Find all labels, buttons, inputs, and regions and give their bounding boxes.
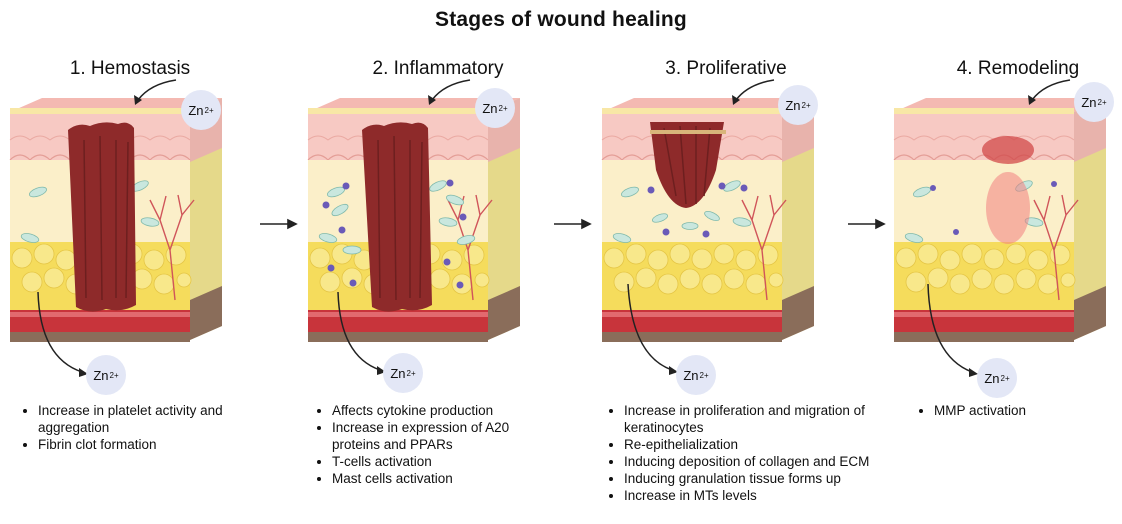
list-item: Inducing deposition of collagen and ECM — [624, 453, 894, 470]
list-item: T-cells activation — [332, 453, 557, 470]
zinc-symbol: Zn — [683, 368, 698, 383]
zinc-charge: 2+ — [205, 106, 214, 115]
inflammatory-effects-list: Affects cytokine production Increase in … — [316, 402, 557, 487]
zinc-symbol: Zn — [1081, 95, 1096, 110]
skin-block-inflammatory — [308, 98, 520, 342]
hemostasis-effects-list: Increase in platelet activity and aggreg… — [22, 402, 253, 453]
zinc-symbol: Zn — [785, 98, 800, 113]
zinc-charge: 2+ — [407, 369, 416, 378]
skin-block-remodeling — [894, 98, 1106, 342]
list-item: Affects cytokine production — [332, 402, 557, 419]
zinc-charge: 2+ — [1001, 374, 1010, 383]
zinc-charge: 2+ — [499, 104, 508, 113]
list-item: Re-epithelialization — [624, 436, 894, 453]
list-item: Inducing granulation tissue forms up — [624, 470, 894, 487]
zinc-charge: 2+ — [110, 371, 119, 380]
zinc-symbol: Zn — [93, 368, 108, 383]
list-item: Increase in expression of A20 proteins a… — [332, 419, 557, 453]
list-item: Fibrin clot formation — [38, 436, 253, 453]
list-item: Mast cells activation — [332, 470, 557, 487]
zinc-charge: 2+ — [802, 101, 811, 110]
proliferative-effects-list: Increase in proliferation and migration … — [608, 402, 894, 504]
zinc-charge: 2+ — [700, 371, 709, 380]
list-item: Increase in MTs levels — [624, 487, 894, 504]
zinc-symbol: Zn — [482, 101, 497, 116]
skin-block-hemostasis — [10, 98, 222, 342]
list-item: Increase in platelet activity and aggreg… — [38, 402, 253, 436]
zinc-symbol: Zn — [188, 103, 203, 118]
remodeling-effects-list: MMP activation — [918, 402, 1114, 419]
zinc-symbol: Zn — [390, 366, 405, 381]
list-item: MMP activation — [934, 402, 1114, 419]
zinc-symbol: Zn — [984, 371, 999, 386]
zinc-charge: 2+ — [1098, 98, 1107, 107]
list-item: Increase in proliferation and migration … — [624, 402, 894, 436]
skin-block-proliferative — [602, 98, 814, 342]
